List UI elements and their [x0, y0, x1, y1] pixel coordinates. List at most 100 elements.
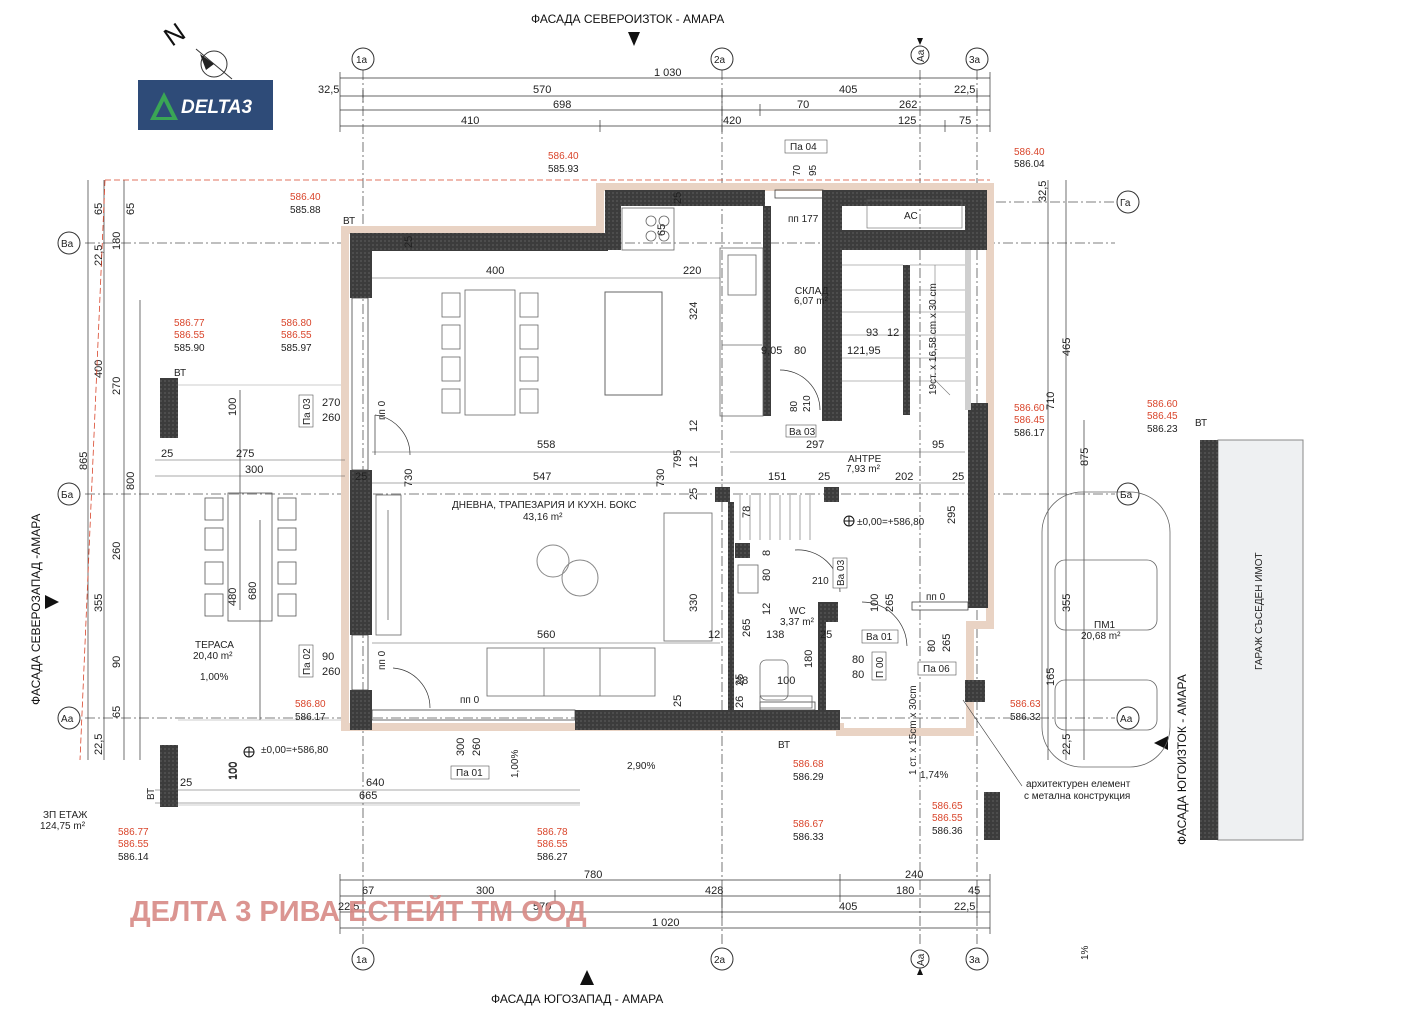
dim-interior: 95: [808, 164, 819, 176]
dim-interior: 25: [952, 471, 964, 483]
dim-top: 22,5: [954, 84, 975, 96]
svg-text:586.40: 586.40: [548, 151, 579, 162]
svg-text:586.77: 586.77: [118, 827, 149, 838]
dim-terrace: 260: [471, 738, 483, 756]
shelving: [739, 495, 811, 540]
dim-right: 32,5: [1037, 181, 1049, 202]
svg-text:586.68: 586.68: [793, 759, 824, 770]
dim-top: 262: [899, 99, 917, 111]
svg-text:586.04: 586.04: [1014, 159, 1045, 170]
dimension-lines-top: [339, 72, 991, 132]
kitchen-island: [604, 291, 663, 396]
svg-text:586.45: 586.45: [1147, 411, 1178, 422]
svg-text:586.45: 586.45: [1014, 415, 1045, 426]
svg-text:2а: 2а: [714, 955, 726, 966]
dim-interior: 180: [803, 650, 815, 668]
svg-text:Па 01: Па 01: [456, 768, 483, 779]
axis-bubble-aa-top: Аа: [910, 38, 930, 65]
dim-interior: 265: [941, 634, 953, 652]
dim-right: 355: [1061, 594, 1073, 612]
dim-terrace: 275: [236, 448, 254, 460]
tag-pa06: Па 06: [917, 661, 957, 676]
dim-bottom: 22,5: [338, 901, 359, 913]
svg-text:586.17: 586.17: [295, 712, 326, 723]
tag-pp0: пп 0: [926, 592, 946, 603]
dim-top: 420: [723, 115, 741, 127]
svg-text:586.80: 586.80: [281, 318, 312, 329]
facade-arrow-left: [45, 595, 59, 609]
svg-text:586.40: 586.40: [1014, 147, 1045, 158]
slope-label: 1,00%: [200, 672, 228, 683]
dim-terrace: 270: [322, 397, 340, 409]
ac-unit: [866, 199, 963, 229]
neighbour-garage: [1217, 439, 1304, 841]
tag-pa03: Па 03: [298, 394, 314, 428]
svg-text:DELTA3: DELTA3: [181, 97, 253, 118]
dim-interior: 730: [403, 469, 415, 487]
dim-interior: 25: [734, 674, 746, 686]
facade-title-top: ФАСАДА СЕВЕРОИЗТОК - АМАРА: [531, 12, 724, 26]
dim-interior: 25: [820, 629, 832, 641]
dim-interior: 25: [688, 488, 700, 500]
dim-interior: 12: [688, 456, 700, 468]
room-garage-label: ГАРАЖ СЪСЕДЕН ИМОТ: [1254, 552, 1265, 670]
dimension-lines-right: [1047, 180, 1085, 760]
svg-text:586.78: 586.78: [537, 827, 568, 838]
dim-left: 355: [93, 594, 105, 612]
room-hall-label: АНТРЕ: [848, 454, 882, 465]
ext-stair-label: 1 ст. х 15cm х 30cm: [908, 685, 919, 775]
facade-title-bottom: ФАСАДА ЮГОЗАПАД - АМАРА: [491, 992, 663, 1006]
room-parking-area: 20,68 m²: [1081, 631, 1121, 642]
tag-bt: ВТ: [1195, 418, 1207, 429]
plot-boundary: [79, 179, 990, 761]
dim-interior: 25: [672, 695, 684, 707]
slope-label: 1%: [1080, 945, 1091, 960]
dim-top: 32,5: [318, 84, 339, 96]
svg-text:586.60: 586.60: [1014, 403, 1045, 414]
axis-bubble-va: Ва: [57, 231, 81, 255]
dim-interior: 93: [866, 327, 878, 339]
dim-right: 875: [1079, 448, 1091, 466]
room-wc-area: 3,37 m²: [780, 617, 815, 628]
dim-terrace: 260: [322, 666, 340, 678]
garage-wall: [1200, 440, 1218, 840]
elevation-zero: ±0,00=+586,80: [857, 517, 925, 528]
dim-right: 465: [1061, 338, 1073, 356]
room-wc-label: WC: [789, 606, 806, 617]
dim-left: 270: [111, 377, 123, 395]
dim-left: 680: [247, 582, 259, 600]
dim-left: 480: [227, 588, 239, 606]
svg-text:586.77: 586.77: [174, 318, 205, 329]
dim-top-total: 1 030: [654, 67, 682, 79]
dim-interior: 330: [688, 594, 700, 612]
axis-bubble-1a-top: 1а: [351, 47, 375, 71]
tag-bt: ВТ: [343, 216, 355, 227]
dim-interior: 202: [895, 471, 913, 483]
svg-text:Ба: Ба: [1120, 490, 1133, 501]
svg-text:586.17: 586.17: [1014, 428, 1045, 439]
dim-interior: 795: [672, 450, 684, 468]
tag-va03-b: Ва 03: [832, 557, 848, 589]
dim-interior: 12: [887, 327, 899, 339]
svg-text:П 00: П 00: [875, 656, 886, 678]
tag-pa02: Па 02: [298, 644, 314, 678]
facade-title-left: ФАСАДА СЕВЕРОЗАПАД -АМАРА: [29, 514, 43, 705]
dim-bottom: 67: [362, 885, 374, 897]
dim-interior: 8: [761, 550, 773, 556]
dim-left: 65: [93, 203, 105, 215]
dim-interior: 324: [688, 302, 700, 320]
svg-text:Аа: Аа: [916, 49, 927, 62]
dim-bottom: 45: [968, 885, 980, 897]
dim-left: 65: [125, 203, 137, 215]
dim-interior: 95: [932, 439, 944, 451]
dim-top: 570: [533, 84, 551, 96]
elevation-zero: ±0,00=+586,80: [261, 745, 329, 756]
dim-interior: 78: [741, 506, 753, 518]
facade-arrow-bottom: [580, 970, 594, 985]
dining-table: [441, 289, 539, 416]
dim-left: 100: [227, 762, 239, 780]
